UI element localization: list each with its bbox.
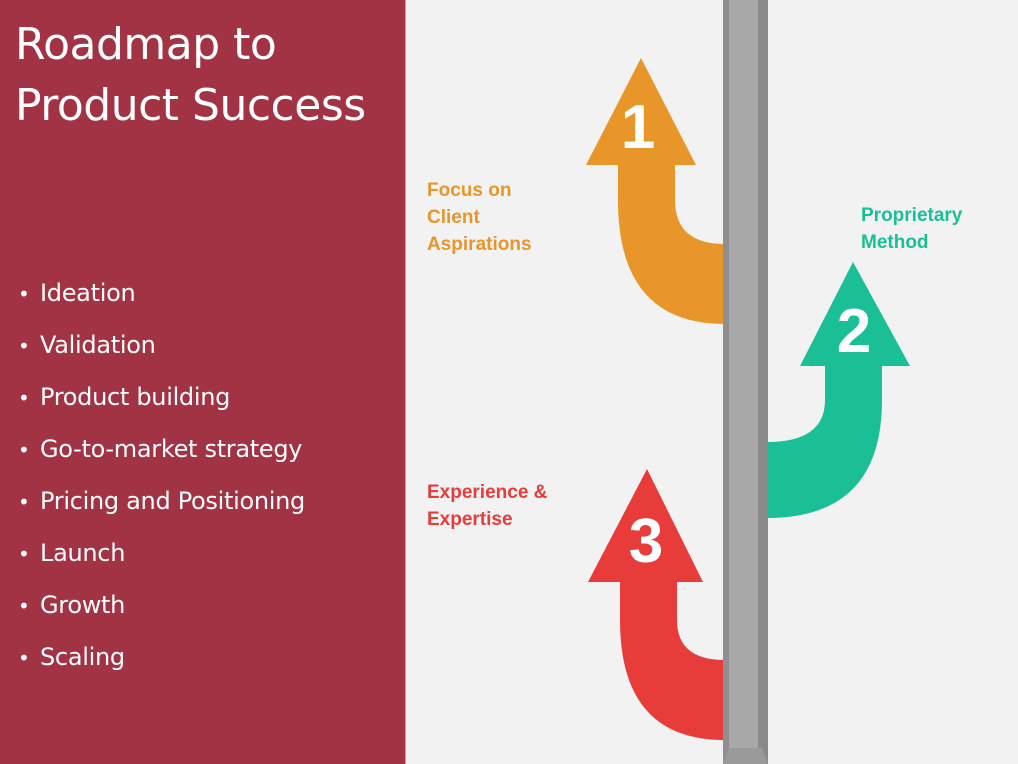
step-1-number: 1 [621, 93, 655, 162]
bullet-icon: • [18, 594, 30, 618]
title-line-1: Roadmap to [15, 19, 277, 70]
step-1-caption-line: Client [427, 207, 480, 228]
topic-item: • Pricing and Positioning [18, 476, 305, 528]
step-2-caption: Proprietary Method [861, 202, 962, 256]
step-1-arrow-head [586, 58, 696, 165]
bullet-icon: • [18, 282, 30, 306]
bullet-icon: • [18, 438, 30, 462]
step-3-arrow-shaft [620, 580, 725, 740]
pole-shadow [723, 0, 729, 764]
topic-label: Pricing and Positioning [40, 487, 305, 515]
step-2-arrow: 2 [767, 262, 910, 518]
topic-item: • Launch [18, 528, 305, 580]
step-1-arrow: 1 [586, 58, 725, 324]
bullet-icon: • [18, 490, 30, 514]
roadmap-diagram: 1 2 3 [586, 0, 910, 764]
bullet-icon: • [18, 542, 30, 566]
bullet-icon: • [18, 386, 30, 410]
step-2-arrow-head [800, 262, 910, 366]
step-2-number: 2 [837, 297, 871, 366]
step-2-caption-line: Method [861, 232, 929, 253]
topic-label: Ideation [40, 279, 136, 307]
topic-item: • Product building [18, 372, 305, 424]
roadmap-topics-list: •Ideation •Validation •Product building … [18, 268, 305, 684]
pole-base [723, 748, 768, 764]
pole-body [729, 0, 758, 764]
step-1-caption: Focus on Client Aspirations [427, 177, 532, 258]
step-1-arrow-shaft [618, 162, 725, 324]
topic-label: Launch [40, 539, 126, 567]
step-3-caption: Experience & Expertise [427, 479, 547, 533]
topic-item: • Validation [18, 320, 305, 372]
topic-item: • Go-to-market strategy [18, 424, 305, 476]
topic-label: Validation [40, 331, 156, 359]
topic-item: • Ideation [18, 268, 305, 320]
step-3-caption-line: Expertise [427, 509, 513, 530]
topic-label: Growth [40, 591, 126, 619]
bullet-icon: • [18, 334, 30, 358]
topic-item: • Scaling [18, 632, 305, 684]
topic-item: • Growth [18, 580, 305, 632]
step-1-caption-line: Focus on [427, 180, 512, 201]
central-pole [723, 0, 768, 764]
step-1-caption-line: Aspirations [427, 234, 532, 255]
step-2-caption-line: Proprietary [861, 205, 963, 226]
topic-label: Go-to-market strategy [40, 435, 303, 463]
title-line-2: Product Success [15, 80, 366, 131]
page-title: Roadmap to Product Success [15, 14, 366, 136]
left-panel: Roadmap to Product Success • Ideation • Va… [0, 0, 406, 764]
step-3-arrow: 3 [588, 469, 725, 740]
bullet-icon: • [18, 646, 30, 670]
topic-label: Product building [40, 383, 231, 411]
step-2-arrow-shaft [767, 364, 882, 518]
step-3-number: 3 [629, 507, 663, 576]
pole-edge [758, 0, 768, 764]
step-3-caption-line: Experience & [427, 482, 548, 503]
topic-label: Scaling [40, 643, 125, 671]
step-3-arrow-head [588, 469, 703, 582]
